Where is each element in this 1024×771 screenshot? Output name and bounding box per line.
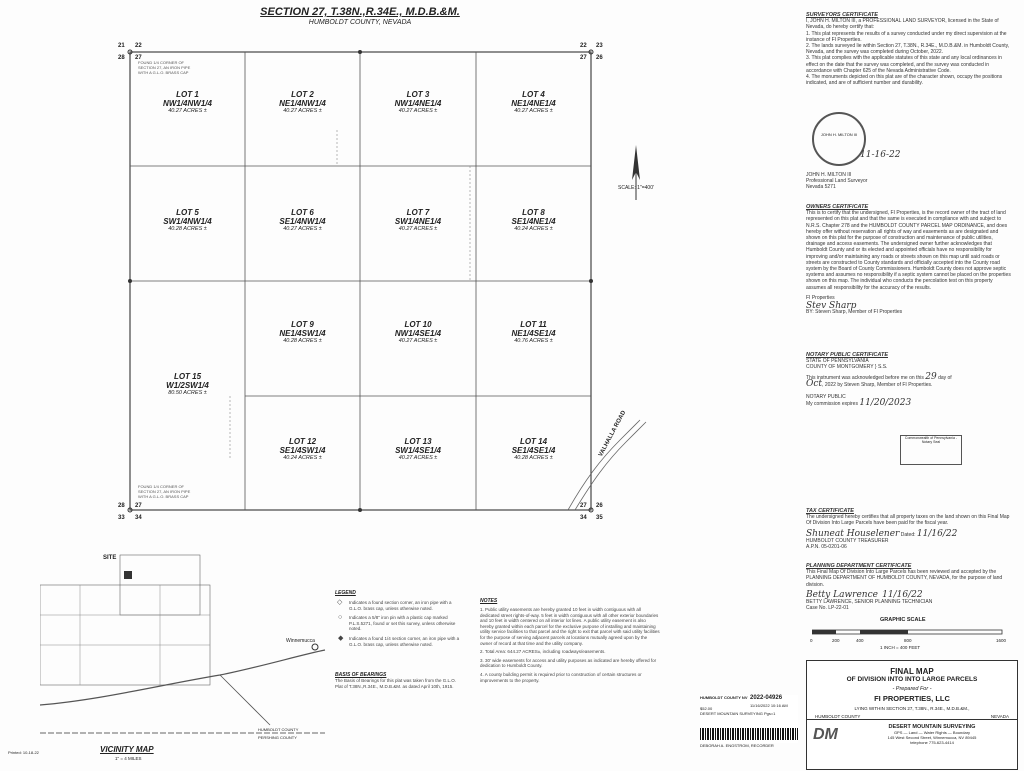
section-title: SECTION 27, T.38N.,R.34E., M.D.B.&M.	[260, 6, 460, 18]
basis-of-bearings: BASIS OF BEARINGS The Basis of Bearings …	[335, 672, 457, 689]
corner-label: 26	[596, 503, 603, 509]
corner-label: 22	[580, 43, 587, 49]
county-line-label: PERSHING COUNTY	[258, 735, 297, 740]
notes: NOTES 1. Public utility easements are he…	[480, 598, 660, 683]
surveyor-signature-date: 11-16-22	[860, 150, 901, 160]
town-label: Winnemucca	[286, 638, 315, 644]
scale-tick: 800	[904, 638, 912, 643]
iron-pin-icon: ○	[338, 614, 343, 622]
corner-label: 27	[135, 55, 142, 61]
corner-note: FOUND 1/4 CORNER OF SECTION 27, AN IRON …	[138, 484, 191, 499]
corner-label: 34	[135, 515, 142, 521]
vicinity-title: VICINITY MAP	[100, 745, 154, 754]
surveyor-seal: JOHN H. MILTON III	[812, 112, 866, 166]
corner-label: 27	[135, 503, 142, 509]
found-corner-icon: ◇	[337, 599, 343, 606]
owners-certificate: OWNERS CERTIFICATE This is to certify th…	[806, 204, 1011, 316]
corner-label: 26	[596, 55, 603, 61]
corner-label: 21	[118, 43, 125, 49]
barcode	[700, 728, 798, 740]
site-label: SITE	[103, 555, 117, 561]
corner-label: 34	[580, 515, 587, 521]
scale-label: SCALE: 1"=400'	[618, 185, 654, 191]
surveyor-signer: JOHN H. MILTON III Professional Land Sur…	[806, 172, 868, 191]
plat-map	[127, 49, 647, 513]
vicinity-map	[40, 554, 326, 734]
tax-certificate: TAX CERTIFICATE The undersigned hereby c…	[806, 508, 1010, 551]
scale-tick: 400	[856, 638, 864, 643]
corner-label: 33	[118, 515, 125, 521]
graphic-scale-note: 1 INCH = 400 FEET	[880, 645, 921, 650]
corner-label: 35	[596, 515, 603, 521]
corner-label: 27	[580, 55, 587, 61]
recorder-name: DEBORAH A. ENGSTROM, RECORDER	[700, 743, 774, 748]
surveyor-certificate: SURVEYORS CERTIFICATE I, JOHN H. MILTON …	[806, 12, 1010, 87]
planning-certificate: PLANNING DEPARTMENT CERTIFICATE This Fin…	[806, 563, 1003, 612]
county-line-label: HUMBOLDT COUNTY	[258, 727, 299, 732]
corner-label: 27	[580, 503, 587, 509]
print-date: Printed: 10-18-22	[8, 750, 39, 755]
firm-logo-icon: DM	[813, 725, 838, 743]
corner-label: 22	[135, 43, 142, 49]
quarter-corner-icon: ◆	[338, 634, 344, 642]
scale-tick: 200	[832, 638, 840, 643]
corner-note: FOUND 1/4 CORNER OF SECTION 27, AN IRON …	[138, 60, 191, 75]
title-block: FINAL MAP OF DIVISION INTO INTO LARGE PA…	[806, 660, 1018, 770]
graphic-scale-bar	[812, 629, 1003, 635]
legend: LEGEND ◇Indicates a found section corner…	[335, 590, 460, 647]
corner-label: 28	[118, 503, 125, 509]
vicinity-scale: 1" = 4 MILES	[115, 756, 142, 761]
notary-stamp: Commonwealth of Pennsylvania - Notary Se…	[900, 435, 962, 465]
scale-tick: 0	[810, 638, 813, 643]
scale-tick: 1600	[996, 638, 1007, 643]
notary-certificate: NOTARY PUBLIC CERTIFICATE STATE OF PENNS…	[806, 352, 952, 409]
corner-label: 23	[596, 43, 603, 49]
corner-label: 28	[118, 55, 125, 61]
graphic-scale-title: GRAPHIC SCALE	[880, 617, 926, 623]
county-subtitle: HUMBOLDT COUNTY, NEVADA	[308, 19, 412, 26]
